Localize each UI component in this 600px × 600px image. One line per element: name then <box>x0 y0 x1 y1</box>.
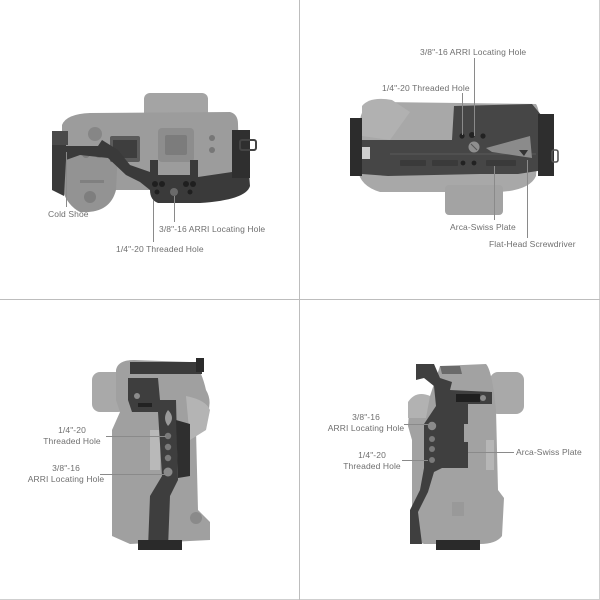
label-threaded-hole: 1/4"-20 Threaded Hole <box>382 83 470 93</box>
horizontal-divider <box>0 299 600 300</box>
panel-top-view: Cold Shoe 3/8"-16 ARRI Locating Hole 1/4… <box>0 0 300 300</box>
camera-left-side-illustration <box>408 364 524 550</box>
leader-line <box>66 152 67 207</box>
label-line-1: 3/8"-16 <box>352 412 380 422</box>
leader-line <box>462 93 463 135</box>
camera-bottom-view-illustration <box>350 98 559 215</box>
leader-line <box>474 58 475 136</box>
panel-bottom-view: 3/8"-16 ARRI Locating Hole 1/4"-20 Threa… <box>300 0 600 300</box>
label-line-2: ARRI Locating Hole <box>327 423 405 433</box>
label-line-1: 1/4"-20 <box>58 425 86 435</box>
leader-line <box>404 424 428 425</box>
leader-line <box>402 460 428 461</box>
panel-right-side-view: 1/4"-20 Threaded Hole 3/8"-16 ARRI Locat… <box>0 300 300 600</box>
label-cold-shoe: Cold Shoe <box>48 209 89 219</box>
label-arri-locating-hole: 3/8"-16 ARRI Locating Hole <box>26 463 106 485</box>
label-line-2: Threaded Hole <box>343 461 401 471</box>
label-threaded-hole: 1/4"-20 Threaded Hole <box>340 450 404 472</box>
label-arca-swiss-plate: Arca-Swiss Plate <box>516 447 582 457</box>
leader-line <box>527 160 528 238</box>
camera-top-view-illustration <box>52 93 257 213</box>
label-line-2: ARRI Locating Hole <box>27 474 105 484</box>
leader-line <box>100 474 166 475</box>
label-line-1: 3/8"-16 <box>52 463 80 473</box>
label-arri-locating-hole: 3/8"-16 ARRI Locating Hole <box>420 47 527 57</box>
camera-right-side-illustration <box>92 358 210 550</box>
vertical-divider <box>299 0 300 600</box>
label-line-1: 1/4"-20 <box>358 450 386 460</box>
label-line-2: Threaded Hole <box>43 436 101 446</box>
leader-line <box>174 196 175 222</box>
leader-line <box>153 200 154 242</box>
leader-line <box>468 452 514 453</box>
leader-line <box>106 436 166 437</box>
label-flat-head-screwdriver: Flat-Head Screwdriver <box>489 239 576 249</box>
label-arri-locating-hole: 3/8"-16 ARRI Locating Hole <box>159 224 266 234</box>
label-arri-locating-hole: 3/8"-16 ARRI Locating Hole <box>326 412 406 434</box>
label-threaded-hole: 1/4"-20 Threaded Hole <box>40 425 104 447</box>
leader-line <box>494 166 495 220</box>
label-threaded-hole: 1/4"-20 Threaded Hole <box>116 244 204 254</box>
panel-left-side-view: 3/8"-16 ARRI Locating Hole 1/4"-20 Threa… <box>300 300 600 600</box>
label-arca-swiss-plate: Arca-Swiss Plate <box>450 222 516 232</box>
